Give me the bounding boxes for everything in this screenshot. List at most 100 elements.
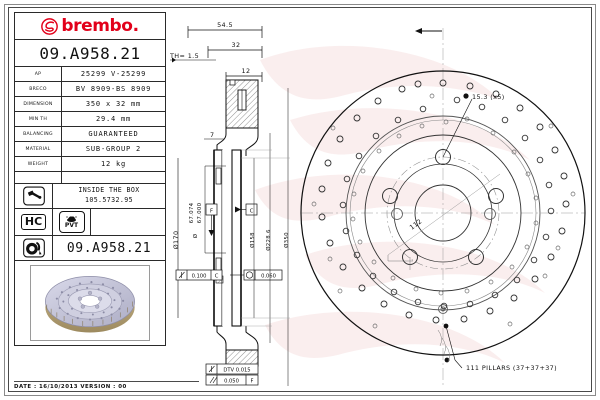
tol-parallel-datum-label: F: [251, 379, 254, 385]
pvt-coating-icon: PVT: [58, 211, 85, 233]
dim-hat-width-label: 32: [232, 41, 241, 49]
tol-parallel-frame: 0.050 F: [205, 374, 259, 386]
dim-inner-dia: Ø158: [249, 158, 256, 318]
product-photo-cell: [15, 261, 165, 345]
part-number-repeat: 09.A958.21: [66, 240, 152, 256]
inside-the-box-text: INSIDE THE BOX 105.5732.95: [53, 184, 165, 208]
footer-date: DATE : 16/10/2013 VERSION : 00: [14, 381, 199, 390]
spec-label-breco: BRECO: [15, 82, 62, 96]
part-number-repeat-row: 09.A958.21: [15, 236, 165, 261]
dim-small-7-label: 7: [210, 131, 214, 139]
product-photo-frame: [30, 265, 150, 341]
dim-bore-tol-upper-label: 67.074: [189, 202, 195, 223]
tol-runout-datum-label: C: [215, 274, 219, 280]
pvt-spray-icon: [66, 216, 77, 222]
spec-label-minth: MIN TH: [15, 112, 62, 126]
spec-value-minth: 29.4 mm: [95, 115, 132, 123]
logo-row: brembo.: [15, 13, 165, 40]
part-number-row: 09.A958.21: [15, 40, 165, 67]
spec-value-weight: 12 kg: [100, 160, 127, 168]
tol-flatness-frame: 0.060: [230, 269, 283, 281]
part-number: 09.A958.21: [39, 43, 141, 63]
spec-value-balancing: GUARANTEED: [88, 130, 139, 138]
dim-bore-tol-lower-label: 67.000: [197, 202, 203, 223]
badges-row: HC PVT: [15, 209, 165, 236]
datum-f: F: [205, 203, 218, 236]
cross-section-view: 54.5 32 TH= 1.5 12: [170, 21, 290, 386]
spacer-label: [15, 172, 62, 183]
dim-outer-hub-dia-label: Ø170: [172, 231, 180, 250]
brembo-wordmark: brembo.: [61, 15, 139, 36]
bolt-circle-label: 112: [408, 217, 424, 231]
inside-the-box-line1: INSIDE THE BOX: [78, 186, 140, 195]
pvt-badge-cell: PVT: [53, 209, 91, 235]
dim-small-7: 7: [204, 131, 224, 140]
pvt-badge-label: PVT: [64, 222, 79, 229]
technical-drawing: 54.5 32 TH= 1.5 12: [170, 21, 586, 388]
dim-mid-dia: Ø228.6: [265, 133, 272, 343]
hole-callout: 15.3 (x5): [442, 93, 505, 158]
brake-disc-photo: [45, 276, 135, 333]
dim-bore-prefix-label: Ø: [192, 234, 199, 239]
brembo-swirl-icon: [41, 17, 59, 35]
spec-row-ap: AP 25299 V-25299: [15, 67, 165, 82]
dim-mid-dia-label: Ø228.6: [265, 229, 272, 251]
dim-bore-tolerance: 67.074 67.000 Ø: [189, 165, 226, 254]
dim-overall-width-label: 54.5: [217, 21, 233, 29]
hc-badge-cell: HC: [15, 209, 53, 235]
spec-label-ap: AP: [15, 67, 62, 81]
brembo-logo: brembo.: [15, 13, 165, 39]
tol-parallel-label: 0.050: [224, 379, 239, 385]
sheet-border-inner: [8, 7, 592, 392]
dim-outer-dia-label: Ø350: [283, 232, 290, 248]
datum-f-label: F: [210, 208, 213, 214]
dim-th-label: TH= 1.5: [170, 52, 199, 60]
tol-flatness-label: 0.060: [261, 274, 276, 280]
drilled-holes-pattern: [311, 79, 576, 329]
tol-runout-label: 0.100: [192, 274, 207, 280]
dim-overall-width: 54.5: [187, 21, 263, 38]
spec-value-material: SUB-GROUP 2: [85, 145, 142, 153]
pillars-note-label: 111 PILLARS (37+37+37): [466, 364, 557, 372]
datum-c-label: C: [250, 208, 254, 214]
tol-dtv-frame: DTV 0.015: [205, 363, 259, 375]
dim-vane-thickness-label: 12: [242, 67, 251, 75]
center-bore: [414, 184, 472, 242]
badges-empty-cell: [91, 209, 165, 235]
tol-runout-frame: 0.100 C: [175, 269, 223, 281]
dim-outer-dia: Ø350: [283, 88, 290, 386]
inside-the-box-row: INSIDE THE BOX 105.5732.95: [15, 184, 165, 209]
spec-row-dimension: DIMENSION 350 x 32 mm: [15, 97, 165, 112]
spec-row-breco: BRECO BV 8909-BS 8909: [15, 82, 165, 97]
dim-outer-hub-dia: Ø170: [172, 158, 180, 318]
wheel-icon-cell: [15, 236, 53, 260]
bolt-screw-icon: [22, 186, 45, 206]
sheet-border-outer: [4, 4, 596, 396]
spec-label-balancing: BALANCING: [15, 127, 62, 141]
friction-band-inner-2: [349, 119, 537, 307]
spec-label-weight: WEIGHT: [15, 157, 62, 171]
spec-row-material: MATERIAL SUB-GROUP 2: [15, 142, 165, 157]
dim-th-callout: TH= 1.5: [170, 52, 216, 63]
spacer-value: [62, 172, 165, 183]
spacer-row: [15, 172, 165, 184]
wheel-brake-icon: [22, 238, 45, 258]
spec-value-breco: BV 8909-BS 8909: [75, 85, 152, 93]
bolt-holes: [382, 149, 504, 265]
bolt-screw-icon-cell: [15, 184, 53, 208]
spec-value-ap: 25299 V-25299: [80, 70, 147, 78]
hc-badge: HC: [20, 214, 47, 230]
dim-hat-width: 32: [207, 41, 263, 58]
inside-the-box-line2: 105.5732.95: [84, 196, 134, 204]
spec-row-minth: MIN TH 29.4 mm: [15, 112, 165, 127]
vane-detail-marks: [437, 329, 450, 363]
dim-inner-dia-label: Ø158: [249, 232, 256, 248]
spec-label-dimension: DIMENSION: [15, 97, 62, 111]
face-view: 15.3 (x5) 112 111 PILLARS (37+37+37): [300, 28, 586, 388]
hat-outer-circle: [364, 134, 522, 292]
hole-callout-label: 15.3 (x5): [472, 93, 505, 101]
disc-outer-circle: [300, 70, 586, 356]
title-block: brembo. 09.A958.21 AP 25299 V-25299 BREC…: [14, 12, 166, 346]
datum-c: C: [235, 203, 258, 216]
friction-band-inner: [345, 115, 541, 311]
